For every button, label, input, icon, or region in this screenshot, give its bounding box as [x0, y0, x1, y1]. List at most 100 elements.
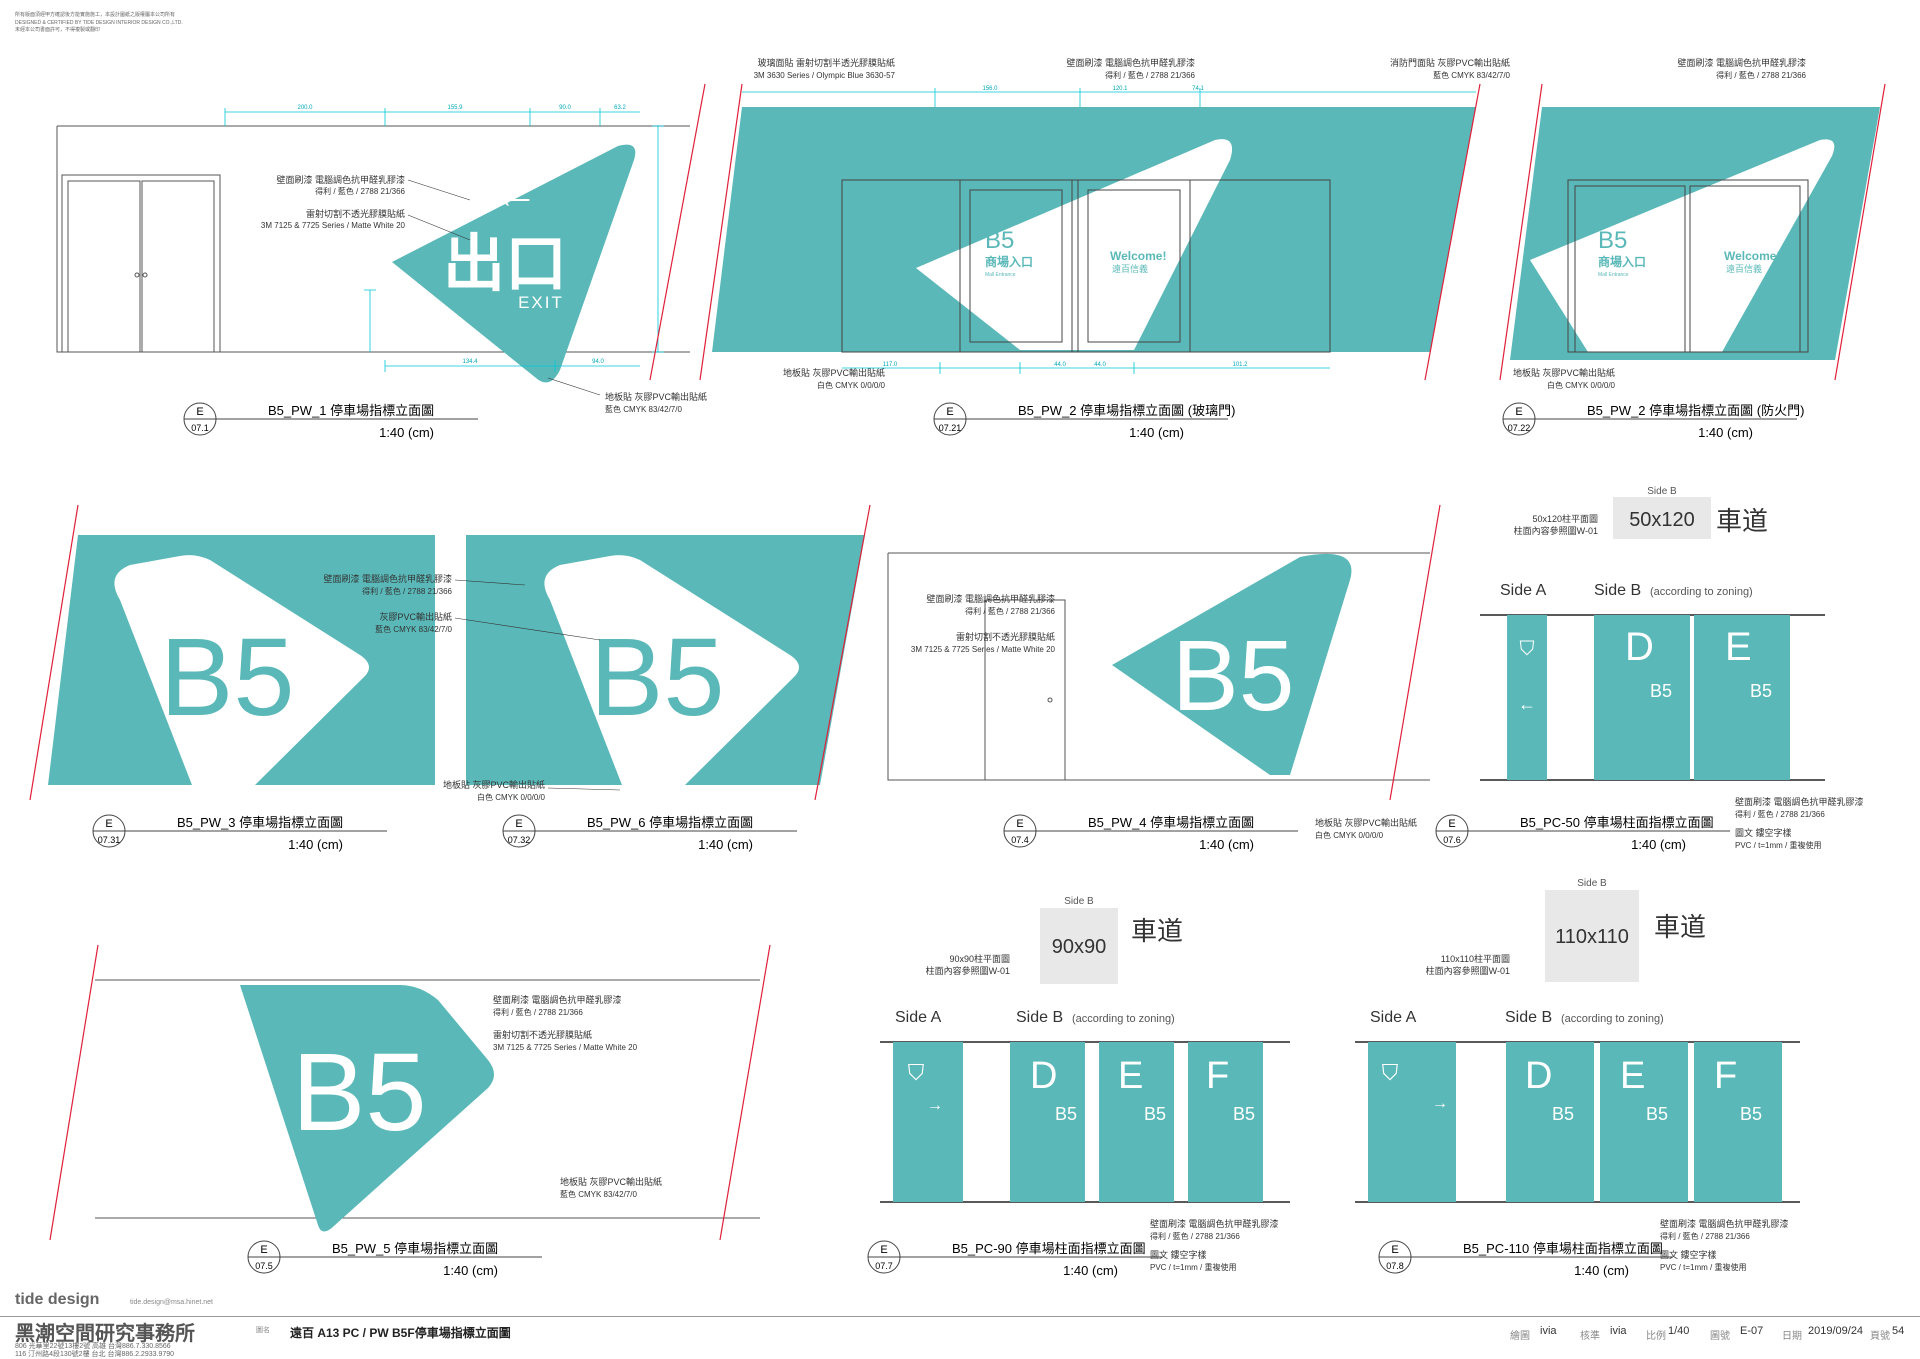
- header-note-2: DESIGNED & CERTIFIED BY TIDE DESIGN INTE…: [15, 20, 183, 26]
- drawing-scale: 1:40 (cm): [1574, 1263, 1629, 1278]
- note-paint-spec: 得利 / 藍色 / 2788 21/366: [1105, 70, 1195, 80]
- side-b-label: Side B: [1064, 896, 1094, 907]
- note-laser: 雷射切割不透光膠膜貼紙: [493, 1029, 592, 1040]
- note-floor: 地板貼 灰膠PVC輸出貼紙: [1513, 367, 1615, 378]
- note-paint: 壁面刷漆 電腦調色抗甲醛乳膠漆: [926, 593, 1055, 604]
- road-label: 車道: [1654, 912, 1706, 942]
- drawing-number: 07.32: [508, 835, 531, 845]
- sign-white-shape: [1530, 139, 1835, 352]
- header-note-1: 所有版面須經甲方確認後方能實施施工，本設計圖紙之版權屬本公司所有: [15, 11, 175, 18]
- leader: [407, 179, 601, 396]
- column-face-e: [1600, 1042, 1688, 1202]
- drawing-tag: E: [1448, 818, 1455, 830]
- glass-panel: [1087, 189, 1181, 343]
- road-label: 車道: [1716, 506, 1768, 536]
- break-line: [814, 504, 871, 801]
- note-text-mat: 圖文 鏤空字樣: [1150, 1249, 1207, 1260]
- drawing-number: 07.1: [191, 423, 209, 433]
- b5-small-logo: B5: [1233, 1104, 1255, 1124]
- column-size: 110x110: [1555, 926, 1629, 948]
- drawing-tag: E: [1515, 406, 1522, 418]
- left-arrow-icon: ←: [1518, 694, 1536, 714]
- b5-small-logo: B5: [1055, 1104, 1077, 1124]
- note-floor-color: 藍色 CMYK 83/42/7/0: [560, 1189, 637, 1199]
- column-face-d: [1010, 1042, 1085, 1202]
- note-paint-spec: 得利 / 藍色 / 2788 21/366: [1150, 1231, 1240, 1241]
- note-laser-spec: 3M 7125 & 7725 Series / Matte White 20: [261, 221, 406, 230]
- drawing-number: 07.8: [1386, 1261, 1404, 1271]
- checked-label: 核準: [1580, 1331, 1600, 1342]
- drawing-date: 2019/09/24: [1808, 1325, 1864, 1337]
- drawing-title: B5_PW_2 停車場指標立面圖 (防火門): [1587, 403, 1804, 418]
- drawing-title: B5_PC-90 停車場柱面指標立面圖: [952, 1241, 1146, 1256]
- drawing-number: 07.5: [255, 1261, 273, 1271]
- drawing-pw4: B5: [887, 504, 1441, 801]
- note-floor: 地板貼 灰膠PVC輸出貼紙: [560, 1176, 662, 1187]
- drawing-scale: 1:40 (cm): [1199, 837, 1254, 852]
- drawing-title: B5_PC-110 停車場柱面指標立面圖: [1463, 1241, 1663, 1256]
- column-face-e: [1099, 1042, 1174, 1202]
- note-floor: 地板貼 灰膠PVC輸出貼紙: [1315, 817, 1417, 828]
- b5-logo: B5: [292, 1031, 427, 1154]
- svg-text:134.4: 134.4: [462, 359, 478, 365]
- shopping-bag-icon: ⛉: [1382, 1060, 1399, 1085]
- break-line: [649, 83, 706, 381]
- drawing-number: 07.21: [939, 423, 962, 433]
- drawing-scale: 1:40 (cm): [379, 425, 434, 440]
- note-fire: 消防門面貼 灰膠PVC輸出貼紙: [1390, 57, 1510, 68]
- note-vinyl: 灰膠PVC輸出貼紙: [379, 611, 452, 622]
- drawing-pc50: Side B 50x120 50x120柱平面圖 柱面內容參照圖W-01 車道 …: [1480, 486, 1825, 781]
- drawing-title: B5_PW_6 停車場指標立面圖: [587, 815, 753, 830]
- column-note-ref: 柱面內容參照圖W-01: [926, 965, 1010, 976]
- drawing-title: B5_PW_4 停車場指標立面圖: [1088, 815, 1254, 830]
- zone-letter-f: F: [1206, 1055, 1229, 1097]
- column-note-ref: 柱面內容參照圖W-01: [1426, 965, 1510, 976]
- sign-teal-shape: [240, 985, 494, 1232]
- drawing-pw2-glass: B5 商場入口 Mall Entrance Welcome! 遠百信義 156.…: [699, 83, 1481, 381]
- mall-entrance-cn: 商場入口: [1598, 254, 1646, 269]
- note-paint-spec: 得利 / 藍色 / 2788 21/366: [965, 606, 1055, 616]
- svg-text:117.0: 117.0: [883, 362, 898, 368]
- column-size: 50x120: [1629, 509, 1695, 531]
- column-face-d: [1506, 1042, 1594, 1202]
- door-outline: [984, 599, 1066, 781]
- sign-white-shape: [114, 555, 369, 785]
- fire-door-frame: [1567, 179, 1809, 353]
- welcome-cn: 遠百信義: [1112, 263, 1148, 274]
- drawing-scale: 1:40 (cm): [443, 1263, 498, 1278]
- drawing-name-label: 圖名: [256, 1327, 270, 1334]
- company-brand: tide design: [15, 1291, 99, 1308]
- mall-entrance-en: Mall Entrance: [985, 272, 1016, 278]
- break-line: [1424, 83, 1481, 381]
- zone-letter-d: D: [1625, 625, 1654, 669]
- drawing-pw2-fire: B5 商場入口 Mall Entrance Welcome! 遠百信義: [1499, 83, 1886, 381]
- drawing-title: B5_PC-50 停車場柱面指標立面圖: [1520, 815, 1714, 830]
- drawing-scale: 1:40 (cm): [1063, 1263, 1118, 1278]
- note-paint-spec: 得利 / 藍色 / 2788 21/366: [315, 186, 405, 196]
- note-paint: 壁面刷漆 電腦調色抗甲醛乳膠漆: [493, 994, 622, 1005]
- column-face-a: [893, 1042, 963, 1202]
- mall-entrance-cn: 商場入口: [985, 254, 1033, 269]
- company-name: 黑潮空間研究事務所: [15, 1323, 195, 1345]
- number-label: 圖號: [1710, 1331, 1730, 1342]
- drawing-tag: E: [1016, 818, 1023, 830]
- note-fire-spec: 藍色 CMYK 83/42/7/0: [1433, 70, 1510, 80]
- drawing-number: 07.4: [1011, 835, 1029, 845]
- break-line: [29, 504, 79, 801]
- break-line: [719, 944, 771, 1241]
- drawing-title: B5_PW_5 停車場指標立面圖: [332, 1241, 498, 1256]
- wall-outline: [95, 979, 760, 1219]
- note-paint-spec: 得利 / 藍色 / 2788 21/366: [362, 586, 452, 596]
- zone-letter-e: E: [1118, 1055, 1143, 1097]
- b5-logo: B5: [1598, 227, 1627, 254]
- column-note: 90x90柱平面圖: [949, 953, 1010, 964]
- side-b-heading: Side B: [1016, 1009, 1063, 1026]
- wall-outline: [56, 125, 690, 353]
- drawing-pw3: B5: [29, 504, 435, 801]
- note-floor-color: 藍色 CMYK 83/42/7/0: [605, 404, 682, 414]
- date-label: 日期: [1782, 1331, 1802, 1342]
